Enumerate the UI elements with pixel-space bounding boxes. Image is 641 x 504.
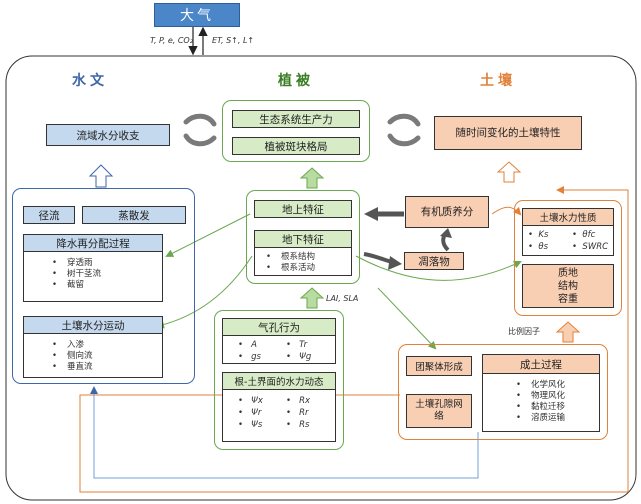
texture-line: 容重 (558, 293, 578, 305)
hydraulic-title: 土壤水力性质 (522, 208, 614, 226)
soil-water-title: 土壤水分运动 (23, 316, 163, 334)
below-ground-list: 根系结构 根系活动 (266, 252, 315, 274)
plant-traits-group (246, 190, 360, 284)
runoff-box: 径流 (23, 206, 75, 224)
orange-loop-line (79, 186, 629, 493)
pedogenesis-list: 化学风化 物理风化 黏粒迁移 溶质运输 (516, 380, 565, 424)
cycle-arrow-left (183, 113, 217, 147)
hydraulic-cell: • Ks (528, 230, 549, 240)
list-item: 截留 (52, 280, 101, 291)
list-item: 黏粒迁移 (516, 402, 565, 413)
patch-pattern-box: 植被斑块格局 (232, 137, 360, 155)
root-soil-cell: • Rr (286, 408, 309, 418)
texture-box: 质地 结构 容重 (522, 264, 614, 308)
vegetation-up-arrow-top (299, 167, 325, 189)
hydraulic-cell: • SWRC (572, 242, 609, 252)
atmosphere-box: 大气 (154, 3, 240, 27)
arrow-to-aggregate (377, 287, 437, 350)
soil-properties-group (514, 200, 622, 316)
stomata-cell: • Tr (286, 340, 308, 350)
stomata-cell: • A (238, 340, 257, 350)
list-item: 入渗 (52, 340, 93, 351)
redistribution-title: 降水再分配过程 (23, 234, 163, 252)
vegetation-title: 植被 (278, 73, 314, 89)
arrow-above-to-redistribution (165, 213, 251, 257)
pedogenesis-title: 成土过程 (482, 354, 600, 374)
pore-network-box: 土壤孔隙网络 (406, 394, 472, 428)
hydraulic-cell: • θfc (572, 230, 596, 240)
atm-down-label: T, P, e, CO₂ (150, 36, 193, 45)
organic-matter-box: 有机质养分 (405, 196, 489, 228)
arrow-below-to-hydraulic (355, 255, 522, 281)
list-item: 穿透雨 (52, 258, 101, 269)
soil-title: 土壤 (480, 73, 516, 89)
cycle-arrow-right (387, 113, 421, 147)
physiology-group (214, 310, 344, 450)
below-to-litter-arrow (363, 252, 402, 270)
root-soil-grid: • Ψx • Rx • Ψr • Rr • Ψs • Rs (238, 396, 326, 430)
list-item: 侧向流 (52, 351, 93, 362)
list-item: 树干茎流 (52, 269, 101, 280)
lai-label: LAI, SLA (326, 294, 359, 303)
soil-formation-group (398, 344, 608, 440)
hydrology-group (12, 188, 195, 384)
stomata-title: 气孔行为 (222, 318, 336, 336)
productivity-group (222, 100, 370, 162)
list-item: 根系结构 (266, 252, 315, 263)
stomata-cell: • Ψg (286, 352, 312, 362)
hydraulic-cell: • θs (528, 242, 549, 252)
root-soil-title: 根-土界面的水力动态 (222, 372, 336, 390)
evapotranspiration-box: 蒸散发 (82, 206, 186, 224)
above-ground-box: 地上特征 (254, 200, 352, 218)
organic-to-above-arrow (364, 207, 404, 221)
blue-loop-line (90, 386, 479, 479)
redistribution-list: 穿透雨 树干茎流 截留 (52, 258, 101, 291)
basin-balance-box: 流域水分收支 (46, 124, 170, 146)
hydrology-title: 水文 (72, 73, 108, 89)
productivity-box: 生态系统生产力 (232, 110, 360, 128)
litter-box: 凋落物 (404, 252, 464, 270)
stomata-cell: • gs (238, 352, 261, 362)
list-item: 根系活动 (266, 263, 315, 274)
root-soil-cell: • Rx (286, 396, 311, 406)
root-soil-cell: • Ψr (238, 408, 262, 418)
list-item: 溶质运输 (516, 413, 565, 424)
soil-up-arrow-top (496, 161, 522, 183)
texture-line: 结构 (558, 280, 578, 292)
vegetation-up-arrow-bottom (299, 287, 325, 309)
stomata-grid: • A • Tr • gs • Ψg (238, 340, 326, 362)
hydrology-up-arrow (88, 164, 114, 188)
litter-up-arrow (440, 228, 452, 252)
soil-water-list: 入渗 侧向流 垂直流 (52, 340, 93, 373)
list-item: 垂直流 (52, 362, 93, 373)
aggregate-box: 团聚体形成 (406, 356, 472, 376)
root-soil-cell: • Rs (286, 420, 310, 430)
arrow-below-to-soilwater (156, 255, 253, 329)
root-soil-cell: • Ψs (238, 420, 263, 430)
root-soil-cell: • Ψx (238, 396, 263, 406)
atm-up-label: ET, S↑, L↑ (212, 36, 255, 45)
list-item: 物理风化 (516, 391, 565, 402)
arrow-organic-to-hydraulic (491, 206, 522, 216)
temporal-soil-box: 随时间变化的土壤特性 (434, 116, 582, 150)
list-item: 化学风化 (516, 380, 565, 391)
texture-line: 质地 (558, 267, 578, 279)
soil-up-arrow-bottom (555, 321, 581, 343)
scale-factor-label: 比例因子 (508, 327, 540, 336)
hydraulic-grid: • Ks • θfc • θs • SWRC (528, 230, 616, 252)
below-ground-title: 地下特征 (254, 230, 352, 248)
outer-frame (5, 55, 637, 501)
